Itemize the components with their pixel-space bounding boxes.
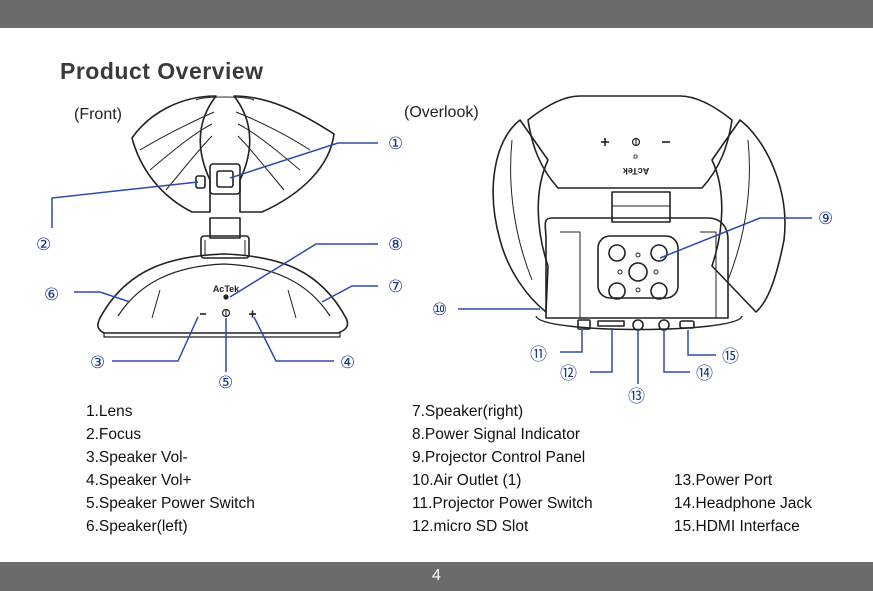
bottom-bar: 4 bbox=[0, 562, 873, 591]
callout-15: ⑮ bbox=[722, 347, 739, 367]
legend-item: 8.Power Signal Indicator bbox=[412, 426, 581, 443]
callout-10: ⑩ bbox=[432, 300, 447, 320]
legend-item: 7.Speaker(right) bbox=[412, 403, 524, 420]
legend-column-3: 13.Power Port 14.Headphone Jack 15.HDMI … bbox=[674, 469, 812, 538]
legend-column-1: 1.Lens 2.Focus 3.Speaker Vol- 4.Speaker … bbox=[86, 400, 255, 538]
callout-2: ② bbox=[36, 235, 51, 255]
legend-item: 12.micro SD Slot bbox=[412, 518, 529, 535]
callout-12: ⑫ bbox=[560, 364, 577, 384]
legend-item: 9.Projector Control Panel bbox=[412, 449, 586, 466]
legend-item: 3.Speaker Vol- bbox=[86, 449, 188, 466]
overlook-brand-text: AcTek bbox=[622, 166, 649, 176]
legend-item: 2.Focus bbox=[86, 426, 142, 443]
legend-item: 11.Projector Power Switch bbox=[412, 495, 593, 512]
legend-column-2: 7.Speaker(right) 8.Power Signal Indicato… bbox=[412, 400, 593, 538]
callout-13: ⑬ bbox=[628, 387, 645, 407]
page-number: 4 bbox=[432, 567, 441, 584]
callout-4: ④ bbox=[340, 353, 355, 373]
legend-item: 4.Speaker Vol+ bbox=[86, 472, 192, 489]
callout-9: ⑨ bbox=[818, 209, 833, 229]
callout-6: ⑥ bbox=[44, 285, 59, 305]
callout-1: ① bbox=[388, 134, 403, 154]
legend-item: 10.Air Outlet (1) bbox=[412, 472, 522, 489]
top-bar bbox=[0, 0, 873, 28]
callout-8: ⑧ bbox=[388, 235, 403, 255]
page-title: Product Overview bbox=[60, 58, 264, 84]
front-device bbox=[97, 95, 349, 338]
legend-item: 14.Headphone Jack bbox=[674, 495, 812, 512]
callout-11: ⑪ bbox=[530, 345, 547, 365]
callout-14: ⑭ bbox=[696, 364, 713, 384]
callout-7: ⑦ bbox=[388, 277, 403, 297]
overlook-device bbox=[492, 95, 786, 331]
callout-5: ⑤ bbox=[218, 373, 233, 393]
overlook-view-label: (Overlook) bbox=[404, 104, 479, 121]
callout-3: ③ bbox=[90, 353, 105, 373]
legend-item: 1.Lens bbox=[86, 403, 133, 420]
front-brand-text: AcTek bbox=[213, 284, 240, 294]
front-view-label: (Front) bbox=[74, 106, 122, 123]
legend-item: 6.Speaker(left) bbox=[86, 518, 188, 535]
legend-item: 5.Speaker Power Switch bbox=[86, 495, 255, 512]
legend-item: 13.Power Port bbox=[674, 472, 773, 489]
legend-item: 15.HDMI Interface bbox=[674, 518, 800, 535]
